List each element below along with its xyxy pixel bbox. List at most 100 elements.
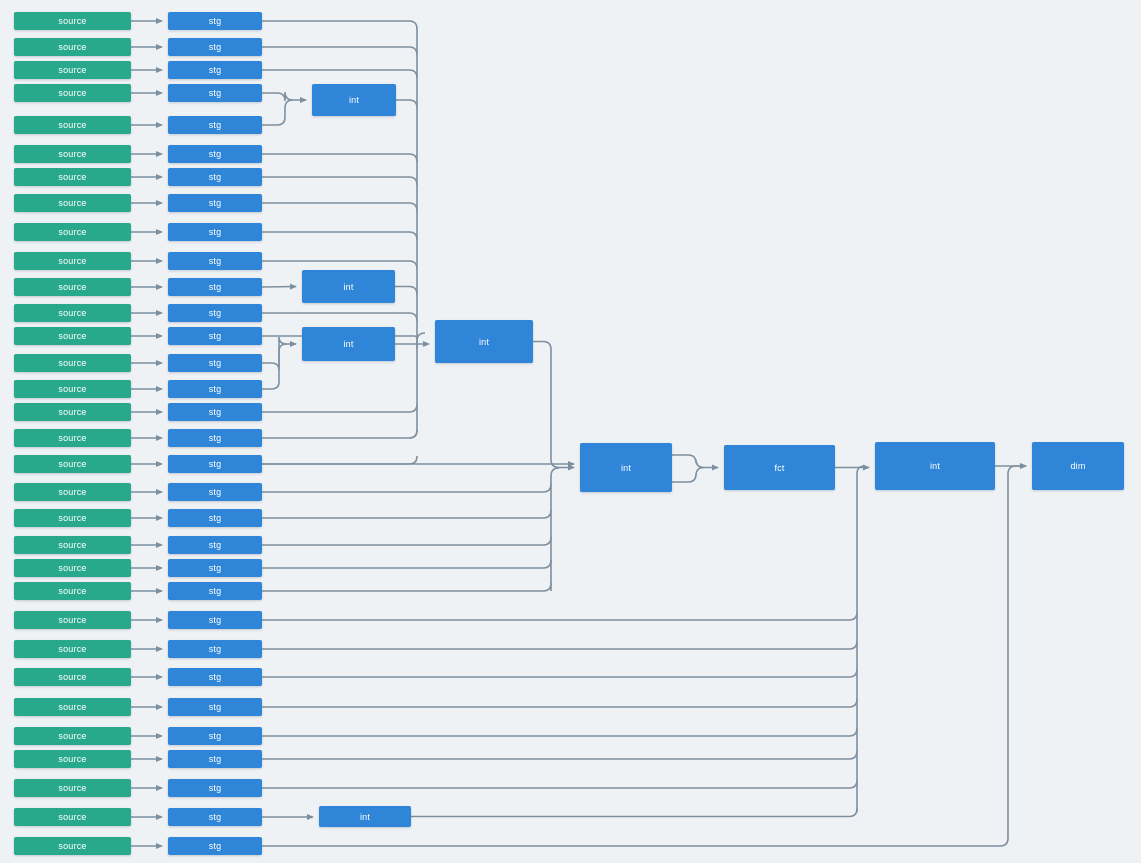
node-int-b[interactable]: int: [302, 270, 395, 303]
node-label: stg: [208, 65, 222, 75]
node-stg-3[interactable]: stg: [168, 61, 262, 79]
node-stg-17[interactable]: stg: [168, 429, 262, 447]
node-label: stg: [208, 172, 222, 182]
node-stg-25[interactable]: stg: [168, 640, 262, 658]
node-source-2[interactable]: source: [14, 38, 131, 56]
node-stg-6[interactable]: stg: [168, 145, 262, 163]
node-source-11[interactable]: source: [14, 278, 131, 296]
node-label: stg: [208, 149, 222, 159]
node-stg-19[interactable]: stg: [168, 483, 262, 501]
node-source-25[interactable]: source: [14, 640, 131, 658]
node-stg-23[interactable]: stg: [168, 582, 262, 600]
node-label: source: [58, 358, 87, 368]
node-label: source: [58, 407, 87, 417]
node-source-28[interactable]: source: [14, 727, 131, 745]
edge-stg-26-to-lower-bus: [262, 668, 858, 678]
edge-stg-23-to-mid-bus: [262, 582, 552, 592]
node-stg-12[interactable]: stg: [168, 304, 262, 322]
node-stg-7[interactable]: stg: [168, 168, 262, 186]
node-source-16[interactable]: source: [14, 403, 131, 421]
node-source-29[interactable]: source: [14, 750, 131, 768]
edge-stg-1-to-upper-bus: [262, 20, 418, 30]
edge-stg-10-to-upper-bus: [262, 260, 418, 270]
node-source-14[interactable]: source: [14, 354, 131, 372]
node-source-17[interactable]: source: [14, 429, 131, 447]
node-stg-26[interactable]: stg: [168, 668, 262, 686]
node-int-c[interactable]: int: [302, 327, 395, 361]
node-stg-30[interactable]: stg: [168, 779, 262, 797]
node-stg-21[interactable]: stg: [168, 536, 262, 554]
node-stg-5[interactable]: stg: [168, 116, 262, 134]
node-label: stg: [208, 586, 222, 596]
node-label: source: [58, 672, 87, 682]
node-stg-1[interactable]: stg: [168, 12, 262, 30]
node-dim-1[interactable]: dim: [1032, 442, 1124, 490]
node-source-21[interactable]: source: [14, 536, 131, 554]
node-label: source: [58, 172, 87, 182]
edge-stg5-to-int-a: [262, 99, 294, 126]
node-source-5[interactable]: source: [14, 116, 131, 134]
node-source-8[interactable]: source: [14, 194, 131, 212]
node-fct-1[interactable]: fct: [724, 445, 835, 490]
node-stg-31[interactable]: stg: [168, 808, 262, 826]
node-source-10[interactable]: source: [14, 252, 131, 270]
node-source-1[interactable]: source: [14, 12, 131, 30]
node-stg-9[interactable]: stg: [168, 223, 262, 241]
node-source-32[interactable]: source: [14, 837, 131, 855]
node-label: source: [58, 433, 87, 443]
upper-bus-join-hub1: [416, 332, 426, 349]
node-source-6[interactable]: source: [14, 145, 131, 163]
edge-stg-8-to-upper-bus: [262, 202, 418, 212]
node-stg-4[interactable]: stg: [168, 84, 262, 102]
node-stg-18[interactable]: stg: [168, 455, 262, 473]
node-int-a[interactable]: int: [312, 84, 396, 116]
node-stg-28[interactable]: stg: [168, 727, 262, 745]
node-stg-16[interactable]: stg: [168, 403, 262, 421]
node-stg-10[interactable]: stg: [168, 252, 262, 270]
node-source-12[interactable]: source: [14, 304, 131, 322]
node-label: source: [58, 487, 87, 497]
node-int-hub2[interactable]: int: [580, 443, 672, 492]
node-source-4[interactable]: source: [14, 84, 131, 102]
node-stg-29[interactable]: stg: [168, 750, 262, 768]
node-int-bottom[interactable]: int: [319, 806, 411, 827]
node-source-9[interactable]: source: [14, 223, 131, 241]
node-source-19[interactable]: source: [14, 483, 131, 501]
node-source-26[interactable]: source: [14, 668, 131, 686]
node-stg-24[interactable]: stg: [168, 611, 262, 629]
node-source-23[interactable]: source: [14, 582, 131, 600]
node-int-hub1[interactable]: int: [435, 320, 533, 363]
node-stg-15[interactable]: stg: [168, 380, 262, 398]
node-label: stg: [208, 88, 222, 98]
node-stg-20[interactable]: stg: [168, 509, 262, 527]
node-label: source: [58, 644, 87, 654]
node-label: stg: [208, 459, 222, 469]
node-source-3[interactable]: source: [14, 61, 131, 79]
node-stg-13[interactable]: stg: [168, 327, 262, 345]
node-stg-22[interactable]: stg: [168, 559, 262, 577]
node-source-20[interactable]: source: [14, 509, 131, 527]
node-stg-8[interactable]: stg: [168, 194, 262, 212]
node-source-24[interactable]: source: [14, 611, 131, 629]
node-label: stg: [208, 540, 222, 550]
node-label: source: [58, 731, 87, 741]
node-label: source: [58, 256, 87, 266]
node-label: stg: [208, 42, 222, 52]
node-source-7[interactable]: source: [14, 168, 131, 186]
node-stg-2[interactable]: stg: [168, 38, 262, 56]
node-stg-14[interactable]: stg: [168, 354, 262, 372]
node-source-22[interactable]: source: [14, 559, 131, 577]
node-label: stg: [208, 256, 222, 266]
node-stg-32[interactable]: stg: [168, 837, 262, 855]
node-stg-11[interactable]: stg: [168, 278, 262, 296]
node-source-30[interactable]: source: [14, 779, 131, 797]
node-label: int: [929, 461, 941, 471]
node-source-31[interactable]: source: [14, 808, 131, 826]
node-source-13[interactable]: source: [14, 327, 131, 345]
node-label: int: [478, 336, 490, 347]
node-source-15[interactable]: source: [14, 380, 131, 398]
node-stg-27[interactable]: stg: [168, 698, 262, 716]
node-source-27[interactable]: source: [14, 698, 131, 716]
node-int-final[interactable]: int: [875, 442, 995, 490]
node-source-18[interactable]: source: [14, 455, 131, 473]
